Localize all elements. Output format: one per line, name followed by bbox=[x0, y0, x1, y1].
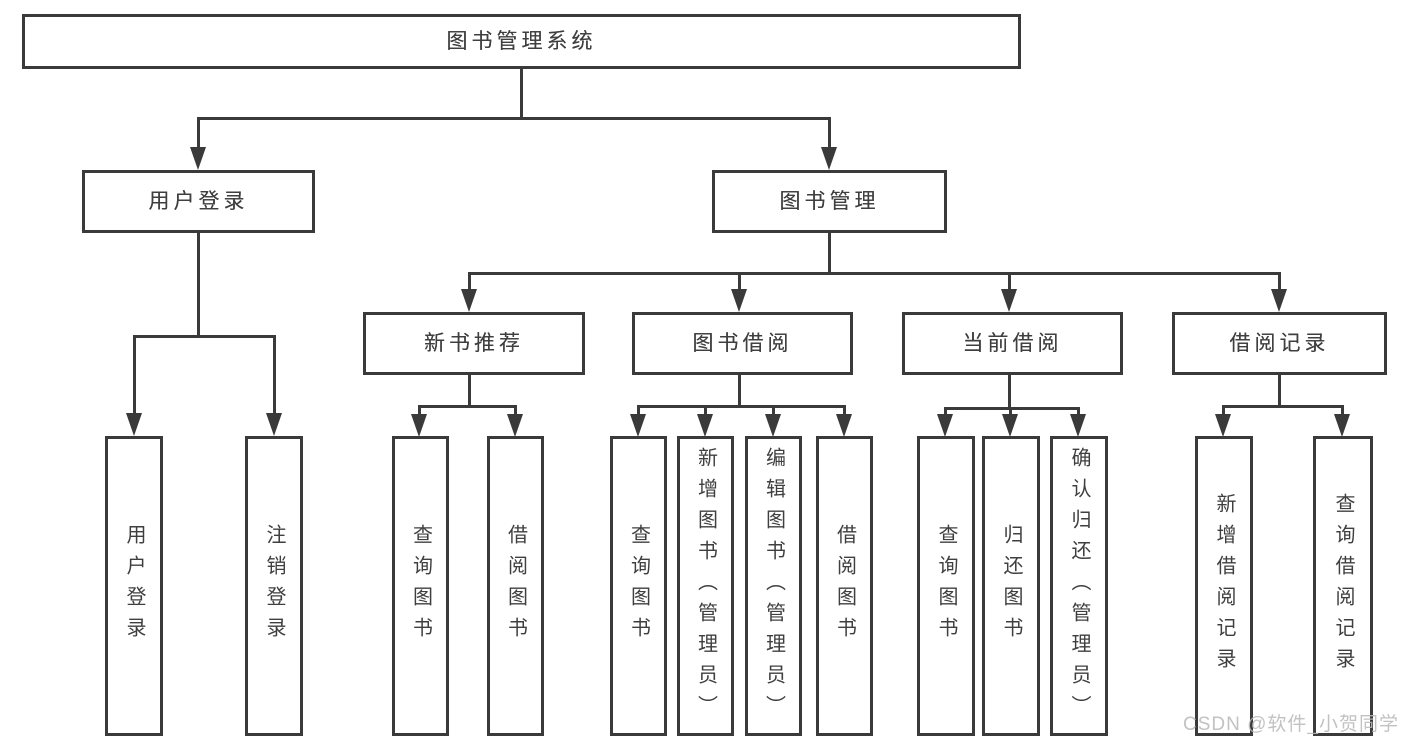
connector-line bbox=[1008, 272, 1011, 292]
connector-line bbox=[637, 405, 640, 417]
node-book-management: 图书管理 bbox=[712, 170, 947, 233]
leaf-query-borrow-record: 查询借阅记录 bbox=[1313, 436, 1373, 736]
arrow-down-icon bbox=[821, 147, 837, 170]
leaf-label: 借阅图书 bbox=[833, 524, 856, 648]
arrow-down-icon bbox=[1334, 414, 1350, 437]
connector-line bbox=[944, 407, 1080, 410]
connector-line bbox=[418, 405, 517, 408]
arrow-down-icon bbox=[697, 414, 713, 437]
connector-line bbox=[197, 233, 200, 335]
node-book-borrow: 图书借阅 bbox=[632, 312, 853, 375]
connector-line bbox=[1278, 272, 1281, 292]
arrow-down-icon bbox=[1001, 289, 1017, 312]
node-label: 当前借阅 bbox=[962, 332, 1063, 355]
connector-line bbox=[843, 405, 846, 417]
connector-line bbox=[197, 117, 831, 120]
connector-line bbox=[828, 233, 831, 272]
connector-line bbox=[468, 272, 471, 292]
connector-line bbox=[944, 407, 947, 417]
arrow-down-icon bbox=[126, 413, 142, 436]
connector-line bbox=[468, 375, 471, 405]
node-label: 图书借阅 bbox=[692, 332, 793, 355]
node-label: 用户登录 bbox=[148, 190, 249, 213]
connector-line bbox=[1222, 405, 1344, 408]
connector-line bbox=[772, 405, 775, 417]
arrow-down-icon bbox=[1002, 414, 1018, 437]
leaf-add-borrow-record: 新增借阅记录 bbox=[1195, 436, 1253, 736]
leaf-return-books: 归还图书 bbox=[982, 436, 1040, 736]
node-current-borrow: 当前借阅 bbox=[902, 312, 1123, 375]
leaf-confirm-return-admin: 确认归还（管理员） bbox=[1050, 436, 1108, 736]
connector-line bbox=[133, 335, 136, 416]
leaf-user-login: 用户登录 bbox=[105, 436, 163, 736]
leaf-label: 查询图书 bbox=[627, 524, 650, 648]
connector-line bbox=[738, 375, 741, 405]
node-new-book-recommend: 新书推荐 bbox=[363, 312, 585, 375]
node-label: 新书推荐 bbox=[424, 332, 524, 355]
arrow-down-icon bbox=[1271, 289, 1287, 312]
leaf-label: 查询图书 bbox=[409, 524, 432, 648]
arrow-down-icon bbox=[1215, 414, 1231, 437]
leaf-borrow-books: 借阅图书 bbox=[816, 436, 873, 736]
arrow-down-icon bbox=[937, 414, 953, 437]
leaf-label: 编辑图书（管理员） bbox=[762, 446, 785, 726]
arrow-down-icon bbox=[836, 414, 852, 437]
leaf-label: 新增借阅记录 bbox=[1213, 493, 1235, 679]
leaf-label: 归还图书 bbox=[1000, 524, 1022, 648]
connector-line bbox=[1341, 405, 1344, 417]
connector-line bbox=[514, 405, 517, 417]
connector-line bbox=[133, 335, 276, 338]
node-user-login: 用户登录 bbox=[82, 170, 315, 233]
leaf-query-books: 查询图书 bbox=[917, 436, 975, 736]
connector-line bbox=[520, 69, 523, 117]
node-root: 图书管理系统 bbox=[22, 14, 1021, 69]
leaf-add-books-admin: 新增图书（管理员） bbox=[677, 436, 734, 736]
leaf-label: 查询借阅记录 bbox=[1332, 493, 1354, 679]
connector-line bbox=[1009, 407, 1012, 417]
leaf-label: 注销登录 bbox=[263, 524, 285, 648]
connector-line bbox=[738, 272, 741, 292]
node-borrow-records: 借阅记录 bbox=[1172, 312, 1387, 375]
arrow-down-icon bbox=[1070, 414, 1086, 437]
arrow-down-icon bbox=[731, 289, 747, 312]
connector-line bbox=[1008, 375, 1011, 407]
node-root-label: 图书管理系统 bbox=[446, 30, 597, 53]
leaf-label: 借阅图书 bbox=[504, 524, 527, 648]
node-label: 借阅记录 bbox=[1229, 332, 1330, 355]
connector-line bbox=[1278, 375, 1281, 405]
leaf-logout: 注销登录 bbox=[245, 436, 303, 736]
leaf-query-books: 查询图书 bbox=[610, 436, 667, 736]
connector-line bbox=[468, 272, 1281, 275]
arrow-down-icon bbox=[266, 413, 282, 436]
leaf-label: 查询图书 bbox=[935, 524, 957, 648]
connector-line bbox=[704, 405, 707, 417]
leaf-query-books: 查询图书 bbox=[392, 436, 449, 736]
connector-line bbox=[273, 335, 276, 416]
arrow-down-icon bbox=[630, 414, 646, 437]
arrow-down-icon bbox=[507, 414, 523, 437]
leaf-borrow-books: 借阅图书 bbox=[487, 436, 544, 736]
connector-line bbox=[1077, 407, 1080, 417]
connector-line bbox=[828, 117, 831, 150]
csdn-watermark: CSDN @软件_小贺同学 bbox=[1183, 714, 1399, 735]
connector-line bbox=[637, 405, 846, 408]
leaf-label: 确认归还（管理员） bbox=[1068, 446, 1090, 726]
arrow-down-icon bbox=[461, 289, 477, 312]
leaf-label: 用户登录 bbox=[123, 524, 145, 648]
connector-line bbox=[418, 405, 421, 417]
arrow-down-icon bbox=[765, 414, 781, 437]
connector-line bbox=[197, 117, 200, 150]
arrow-down-icon bbox=[411, 414, 427, 437]
leaf-edit-books-admin: 编辑图书（管理员） bbox=[745, 436, 802, 736]
arrow-down-icon bbox=[190, 147, 206, 170]
node-label: 图书管理 bbox=[779, 190, 880, 213]
connector-line bbox=[1222, 405, 1225, 417]
leaf-label: 新增图书（管理员） bbox=[694, 446, 717, 726]
